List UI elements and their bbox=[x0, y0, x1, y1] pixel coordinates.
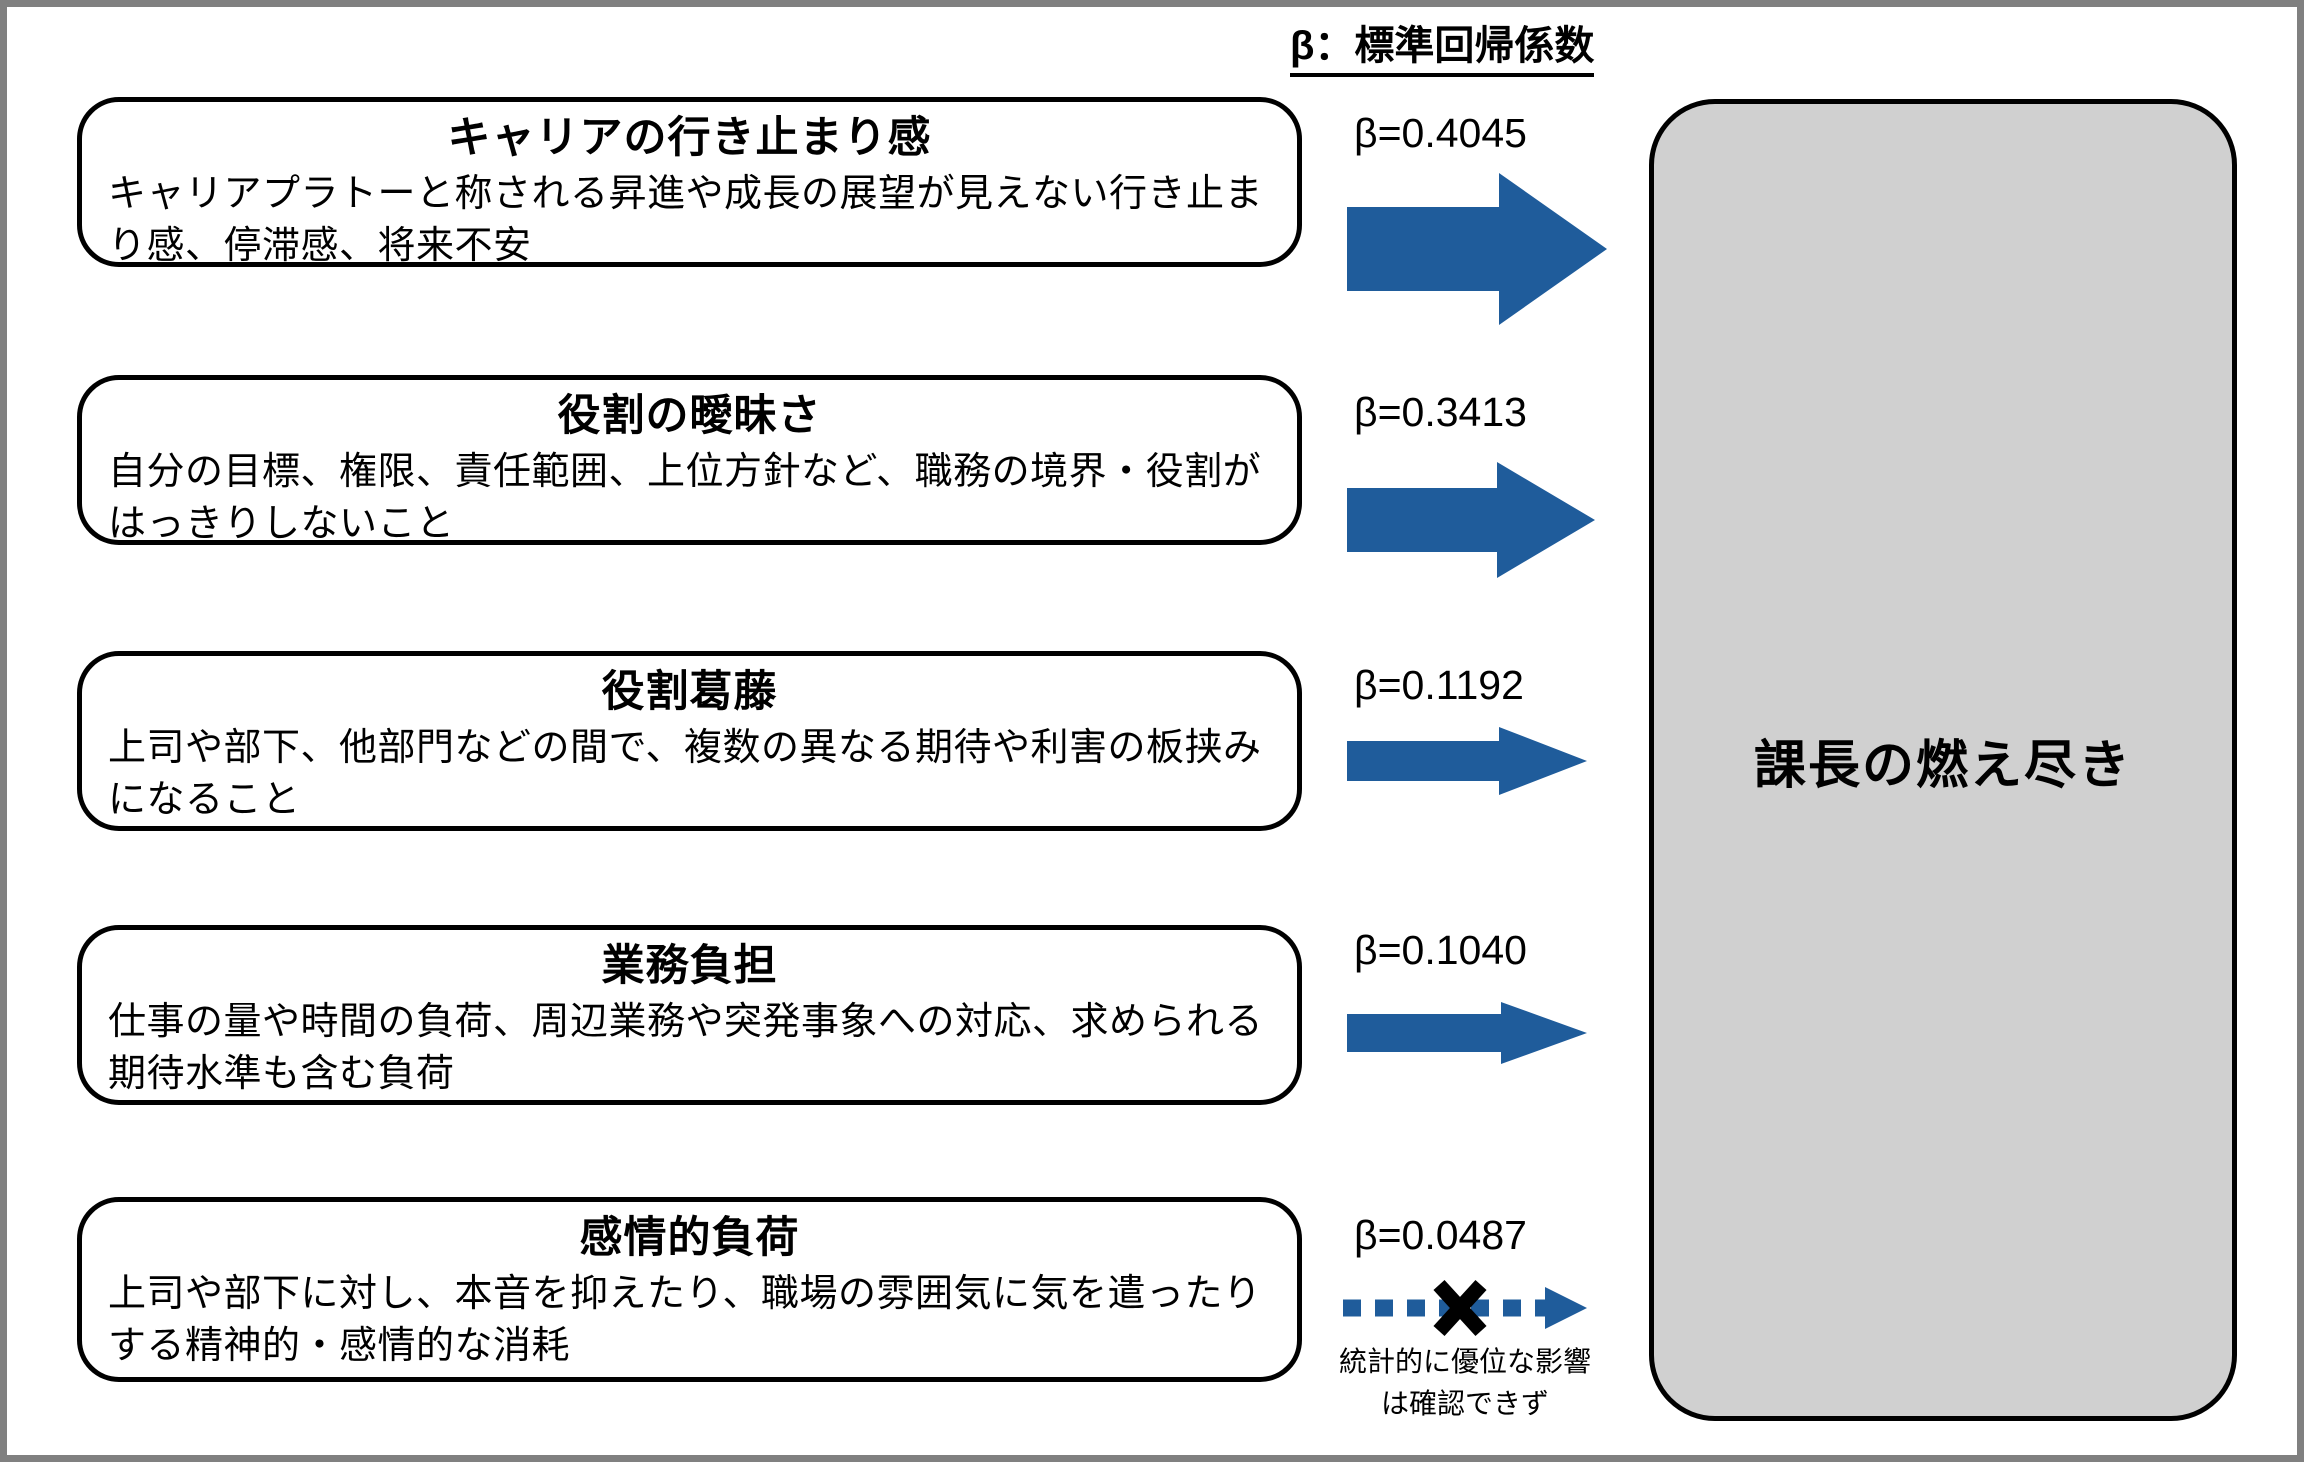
factor-title-5: 感情的負荷 bbox=[579, 1214, 800, 1262]
beta-label-2: β=0.3413 bbox=[1354, 389, 1527, 435]
beta-label-1: β=0.4045 bbox=[1354, 110, 1527, 156]
beta-label-3: β=0.1192 bbox=[1354, 662, 1524, 708]
outcome-box: 課長の燃え尽き bbox=[1649, 99, 2237, 1421]
factor-desc-1: キャリアプラトーと称される昇進や成長の展望が見えない行き止まり感、停滞感、将来不… bbox=[108, 172, 1264, 268]
effect-arrow-1 bbox=[1347, 173, 1607, 325]
beta-label-5: β=0.0487 bbox=[1354, 1212, 1527, 1258]
effect-arrow-3 bbox=[1347, 727, 1587, 795]
factor-desc-5: 上司や部下に対し、本音を抑えたり、職場の雰囲気に気を遣ったりする精神的・感情的な… bbox=[108, 1272, 1262, 1368]
factor-desc-3: 上司や部下、他部門などの間で、複数の異なる期待や利害の板挟みになること bbox=[108, 726, 1262, 822]
legend-title: β：標準回帰係数 bbox=[1290, 13, 1595, 77]
factor-title-1: キャリアの行き止まり感 bbox=[447, 114, 932, 162]
non-significant-arrow bbox=[1339, 1277, 1591, 1344]
non-significant-note-line2: は確認できず bbox=[1380, 1388, 1549, 1419]
factor-title-2: 役割の曖昧さ bbox=[557, 392, 822, 440]
factor-title-4: 業務負担 bbox=[601, 942, 778, 990]
factor-desc-4: 仕事の量や時間の負荷、周辺業務や突発事象への対応、求められる期待水準も含む負荷 bbox=[108, 1000, 1264, 1096]
factor-box-5: 感情的負荷 上司や部下に対し、本音を抑えたり、職場の雰囲気に気を遣ったりする精神… bbox=[77, 1197, 1302, 1382]
outcome-title: 課長の燃え尽き bbox=[1753, 736, 2132, 795]
beta-label-4: β=0.1040 bbox=[1354, 927, 1527, 973]
effect-arrow-2 bbox=[1347, 462, 1595, 578]
effect-arrow-4 bbox=[1347, 1002, 1587, 1064]
factor-title-3: 役割葛藤 bbox=[601, 668, 778, 716]
factor-box-2: 役割の曖昧さ 自分の目標、権限、責任範囲、上位方針など、職務の境界・役割がはっき… bbox=[77, 375, 1302, 545]
factor-box-1: キャリアの行き止まり感 キャリアプラトーと称される昇進や成長の展望が見えない行き… bbox=[77, 97, 1302, 267]
factor-box-4: 業務負担 仕事の量や時間の負荷、周辺業務や突発事象への対応、求められる期待水準も… bbox=[77, 925, 1302, 1105]
factor-desc-2: 自分の目標、権限、責任範囲、上位方針など、職務の境界・役割がはっきりしないこと bbox=[108, 450, 1262, 546]
factor-box-3: 役割葛藤 上司や部下、他部門などの間で、複数の異なる期待や利害の板挟みになること bbox=[77, 651, 1302, 831]
non-significant-note-line1: 統計的に優位な影響 bbox=[1338, 1346, 1591, 1377]
